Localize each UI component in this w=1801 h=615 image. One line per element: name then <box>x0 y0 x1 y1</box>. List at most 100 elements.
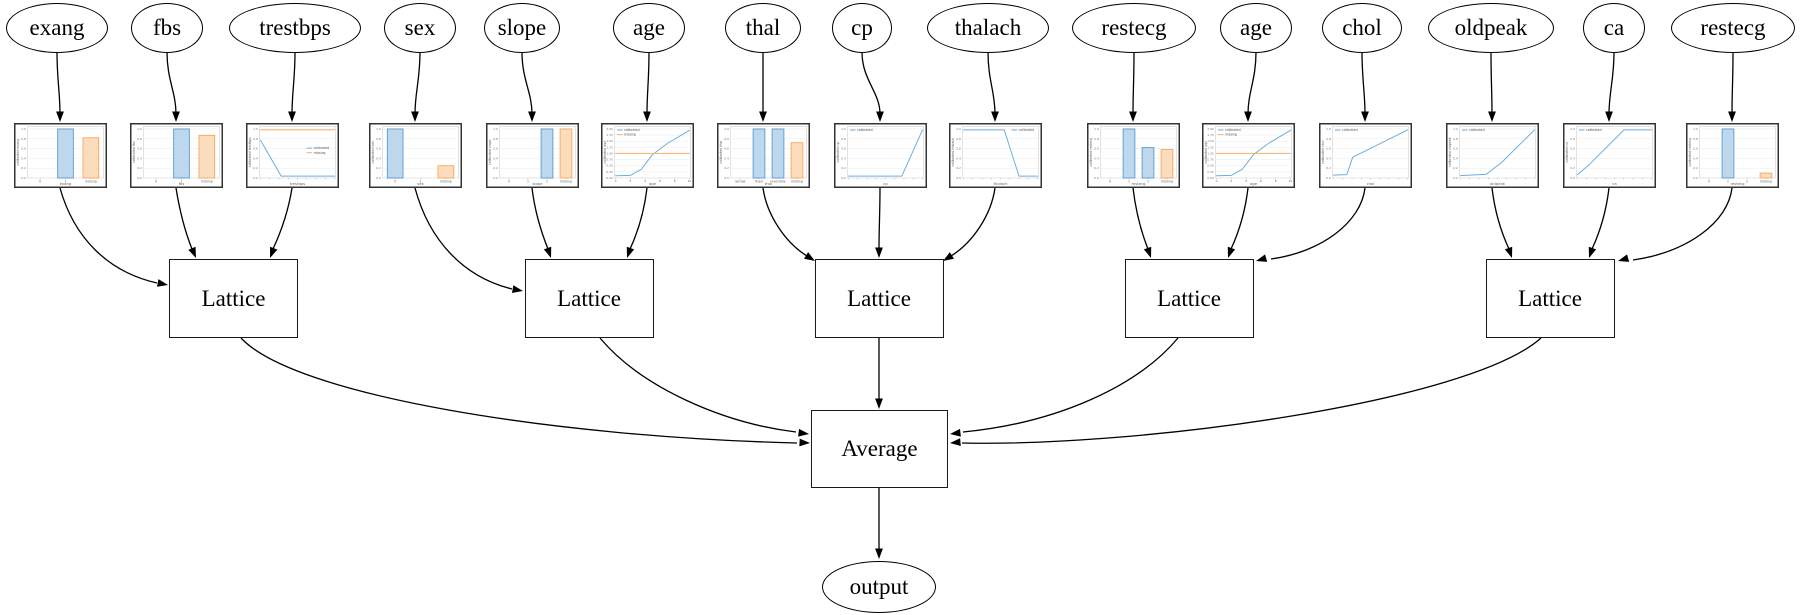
svg-text:1.50: 1.50 <box>1207 139 1214 143</box>
bars <box>1122 128 1173 179</box>
chart-ylabel: calibrated exang <box>15 139 19 166</box>
chart-legend: calibrated <box>849 128 873 132</box>
svg-text:1: 1 <box>180 179 182 183</box>
lattice-node-2: Lattice <box>524 259 654 338</box>
svg-text:0.0: 0.0 <box>724 176 729 180</box>
svg-text:0.2: 0.2 <box>493 166 498 170</box>
bar-fixed <box>752 128 765 179</box>
edge-calibrator-to-lattice <box>762 187 808 257</box>
plot-area <box>1331 126 1409 179</box>
chart-legend: calibrated <box>1578 128 1601 132</box>
edge-lattice-to-average <box>961 337 1542 444</box>
svg-text:2: 2 <box>1230 179 1232 183</box>
bar-reversible <box>771 128 784 179</box>
svg-text:calibrated: calibrated <box>624 128 640 132</box>
svg-text:1: 1 <box>527 179 529 183</box>
feature-node-restecg: restecg <box>1671 3 1795 53</box>
edge-feature-to-calibrator <box>1608 51 1615 115</box>
svg-text:0.0: 0.0 <box>137 176 142 180</box>
chart-xlabel: thalach <box>993 181 1008 186</box>
svg-text:0.2: 0.2 <box>841 166 846 170</box>
svg-text:1: 1 <box>1727 179 1729 183</box>
feature-node-exang: exang <box>6 3 108 53</box>
svg-text:0: 0 <box>1215 179 1217 183</box>
svg-text:2.00: 2.00 <box>606 127 613 131</box>
svg-text:0.8: 0.8 <box>724 137 729 141</box>
edge-calibrator-to-lattice-arrowhead <box>270 246 278 258</box>
lattice-label: Lattice <box>1157 285 1221 311</box>
svg-text:6: 6 <box>658 179 660 183</box>
svg-text:0.6: 0.6 <box>253 147 258 151</box>
svg-text:0.6: 0.6 <box>724 147 729 151</box>
svg-text:0: 0 <box>394 179 396 183</box>
svg-text:0.4: 0.4 <box>493 156 498 160</box>
svg-text:missing: missing <box>200 179 212 183</box>
chart-xlabel: restecg <box>1131 181 1146 186</box>
edge-calibrator-to-lattice-arrowhead <box>1227 246 1236 258</box>
svg-text:0.50: 0.50 <box>606 164 613 168</box>
chart-legend: calibrated <box>1461 128 1485 132</box>
svg-text:0.4: 0.4 <box>1570 156 1575 160</box>
bar-missing <box>437 165 454 179</box>
svg-text:missing: missing <box>313 151 325 155</box>
bar-1 <box>172 128 190 179</box>
edge-feature-to-calibrator <box>1132 51 1135 115</box>
svg-text:0.8: 0.8 <box>137 137 142 141</box>
grid-and-ticks: 0.00.20.40.60.81.0 <box>1453 127 1535 180</box>
svg-text:2: 2 <box>1147 179 1149 183</box>
svg-text:10: 10 <box>687 179 691 183</box>
bars <box>1721 128 1772 179</box>
chart-legend: calibrated <box>1334 128 1357 132</box>
svg-text:8: 8 <box>673 179 675 183</box>
bar-missing <box>198 134 215 179</box>
calibration-line-calibrated <box>847 129 923 177</box>
svg-text:0: 0 <box>614 179 616 183</box>
plot-area <box>846 126 924 179</box>
chart-ylabel: calibrated thalach <box>950 138 954 167</box>
lattice-node-5: Lattice <box>1485 259 1615 338</box>
svg-text:0.0: 0.0 <box>253 176 258 180</box>
feature-node-ca: ca <box>1583 3 1645 53</box>
edge-calibrator-to-lattice-arrowhead <box>188 246 196 258</box>
svg-text:2: 2 <box>546 179 548 183</box>
svg-text:calibrated: calibrated <box>857 128 873 132</box>
bar-2 <box>1141 147 1154 179</box>
bars <box>56 128 99 179</box>
lattice-node-4: Lattice <box>1124 259 1254 338</box>
svg-text:1.75: 1.75 <box>606 133 613 137</box>
edge-lattice-to-average-arrowhead <box>875 398 883 409</box>
svg-text:0.8: 0.8 <box>1094 137 1099 141</box>
svg-text:0.75: 0.75 <box>1207 158 1214 162</box>
edge-feature-to-calibrator-arrowhead <box>528 111 536 122</box>
svg-text:0.4: 0.4 <box>1326 156 1331 160</box>
svg-text:1.0: 1.0 <box>253 127 258 131</box>
feature-label: restecg <box>1101 15 1167 40</box>
svg-text:0.4: 0.4 <box>1693 156 1698 160</box>
plot-area <box>1458 126 1536 179</box>
chart-xlabel: restecg <box>1730 181 1745 186</box>
svg-text:0.8: 0.8 <box>1693 137 1698 141</box>
svg-text:0.0: 0.0 <box>21 176 26 180</box>
svg-text:0.6: 0.6 <box>956 147 961 151</box>
edge-feature-to-calibrator <box>987 51 996 115</box>
edge-feature-to-calibrator-arrowhead <box>1361 111 1369 122</box>
edge-calibrator-to-lattice <box>1491 187 1510 250</box>
feature-node-cp: cp <box>832 3 892 53</box>
chart-xlabel: ca <box>1612 181 1616 186</box>
feature-label: slope <box>497 15 547 40</box>
svg-text:calibrated: calibrated <box>1469 128 1485 132</box>
chart-ylabel: calibrated sex <box>370 141 374 164</box>
svg-text:missing: missing <box>84 179 96 183</box>
svg-text:0.8: 0.8 <box>253 137 258 141</box>
svg-text:0.4: 0.4 <box>376 156 381 160</box>
svg-text:0.6: 0.6 <box>376 147 381 151</box>
svg-text:0.2: 0.2 <box>1453 166 1458 170</box>
edge-calibrator-to-lattice <box>878 187 881 250</box>
svg-text:0.4: 0.4 <box>1094 156 1099 160</box>
bar-1 <box>1721 128 1734 179</box>
chart-xlabel: fbs <box>178 181 184 186</box>
